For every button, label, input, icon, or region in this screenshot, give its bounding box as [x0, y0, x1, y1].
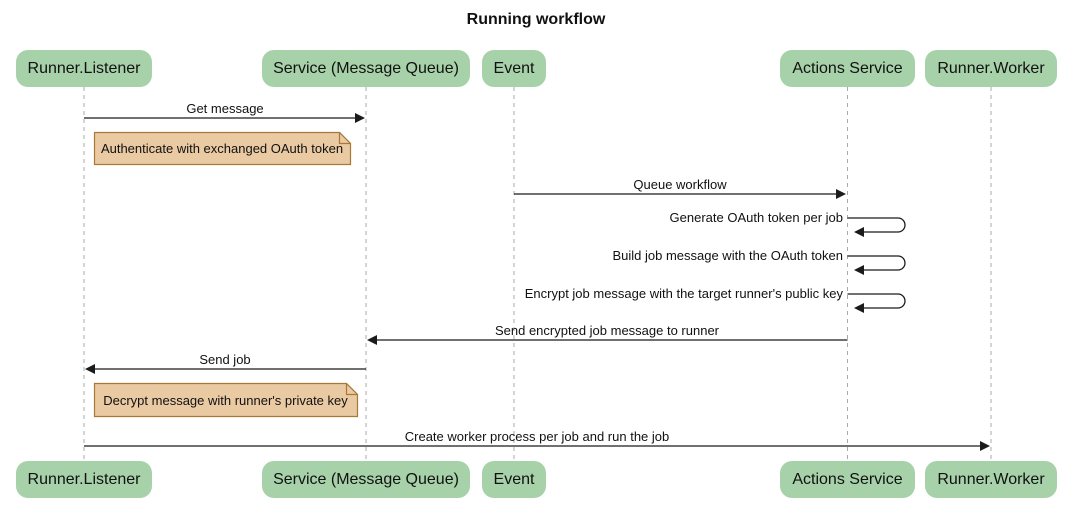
self-arrow-generate-oauth-token [847, 217, 906, 237]
actor-label: Event [493, 59, 535, 77]
actor-bottom-runner-listener: Runner.Listener [16, 461, 152, 498]
actor-top-actions-service: Actions Service [780, 50, 915, 87]
actor-bottom-actions-service: Actions Service [780, 461, 915, 498]
actor-label: Service (Message Queue) [273, 59, 459, 77]
note-shape-authenticate [93, 131, 352, 166]
message-label-build-job-message: Build job message with the OAuth token [612, 248, 843, 263]
note-authenticate: Authenticate with exchanged OAuth token [100, 141, 344, 156]
actor-label: Service (Message Queue) [273, 470, 459, 488]
message-label-send-encrypted-job-message: Send encrypted job message to runner [494, 323, 720, 338]
actor-label: Runner.Worker [937, 59, 1045, 77]
actor-top-runner-worker: Runner.Worker [925, 50, 1057, 87]
note-fold-icon [345, 382, 359, 396]
actor-label: Event [493, 470, 535, 488]
actor-top-event: Event [482, 50, 546, 87]
self-arrow-build-job-message [847, 255, 906, 275]
actor-label: Runner.Listener [27, 59, 141, 77]
message-label-get-message: Get message [186, 101, 264, 116]
actor-label: Actions Service [792, 470, 903, 488]
message-label-queue-workflow: Queue workflow [633, 177, 727, 192]
actor-label: Runner.Worker [937, 470, 1045, 488]
actor-bottom-event: Event [482, 461, 546, 498]
message-label-create-worker-process: Create worker process per job and run th… [404, 429, 670, 444]
note-fold-icon [338, 131, 352, 145]
actor-bottom-service-message-queue: Service (Message Queue) [262, 461, 470, 498]
note-shape-decrypt [93, 382, 359, 418]
actor-bottom-runner-worker: Runner.Worker [925, 461, 1057, 498]
message-label-send-job: Send job [199, 352, 251, 367]
self-arrow-encrypt-job-message [847, 293, 906, 313]
actor-label: Runner.Listener [27, 470, 141, 488]
message-label-encrypt-job-message: Encrypt job message with the target runn… [524, 286, 843, 301]
note-decrypt: Decrypt message with runner's private ke… [103, 392, 348, 408]
actor-label: Actions Service [792, 59, 903, 77]
actor-top-service-message-queue: Service (Message Queue) [262, 50, 470, 87]
diagram-title: Running workflow [466, 11, 606, 28]
actor-top-runner-listener: Runner.Listener [16, 50, 152, 87]
message-label-generate-oauth-token: Generate OAuth token per job [669, 210, 843, 225]
